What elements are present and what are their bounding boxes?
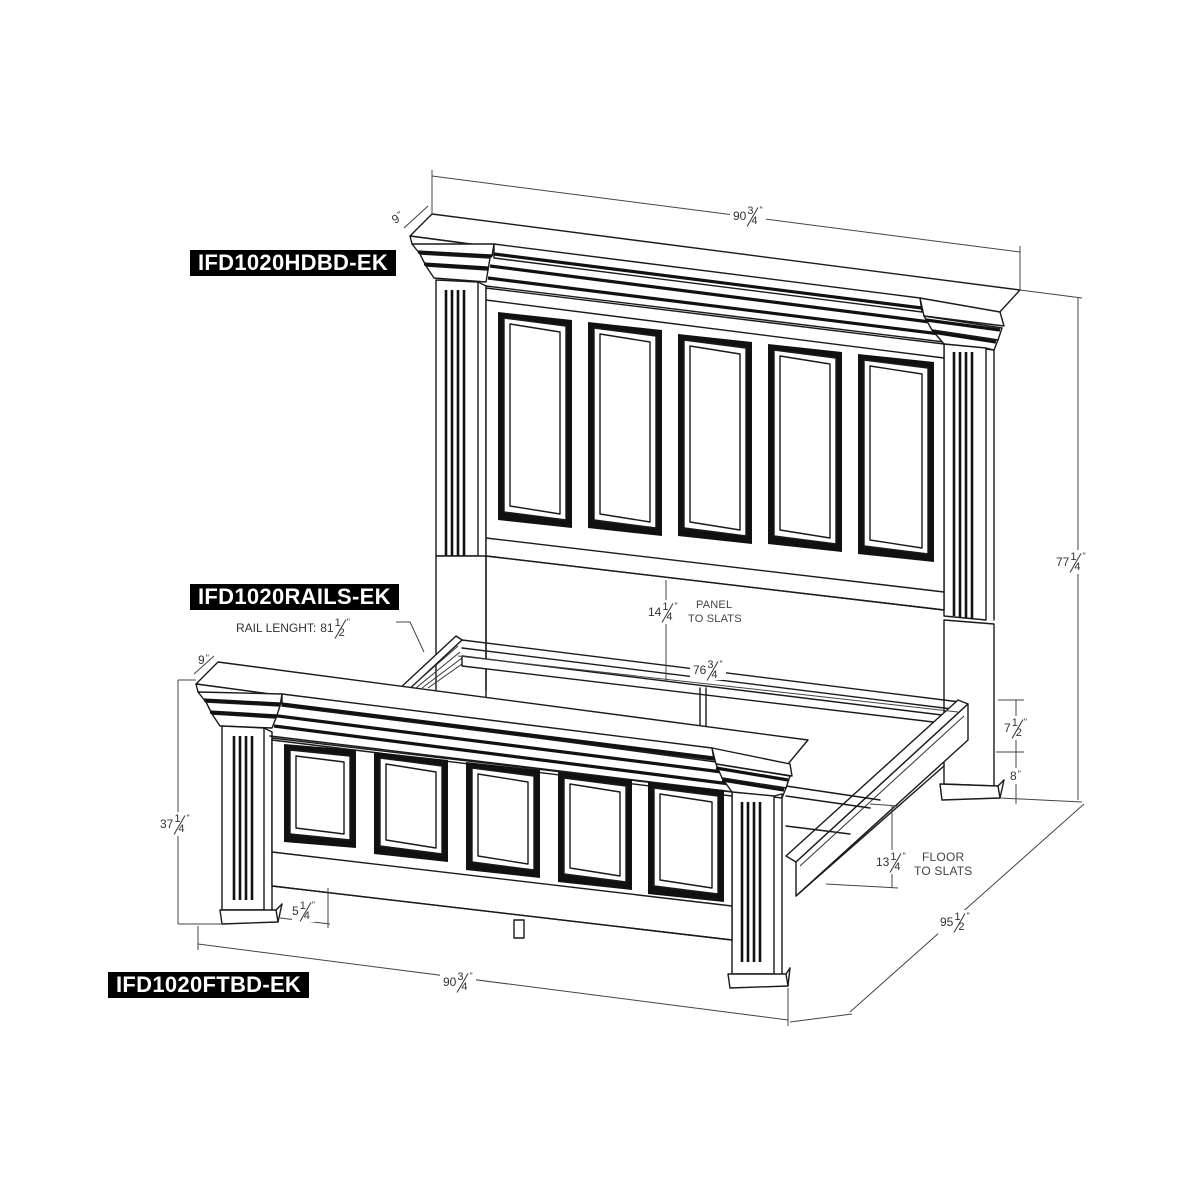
headboard (409, 213, 1021, 801)
footboard (195, 661, 809, 989)
rails (397, 635, 969, 939)
dim-leg-clearance: 8 " (1010, 768, 1021, 784)
dim-footboard-depth: 9 " (198, 653, 209, 667)
headboard-panels (498, 312, 934, 562)
footboard-part-code: IFD1020FTBD-EK (108, 972, 310, 998)
panel-to-slats-label: PANEL TO SLATS (688, 599, 742, 625)
rails-part-code: IFD1020RAILS-EK (190, 584, 399, 610)
dimension-lines (177, 170, 1085, 1026)
headboard-part-code: IFD1020HDBD-EK (190, 250, 397, 276)
footboard-panels (284, 744, 724, 902)
floor-to-slats-label: FLOOR TO SLATS (914, 850, 973, 878)
